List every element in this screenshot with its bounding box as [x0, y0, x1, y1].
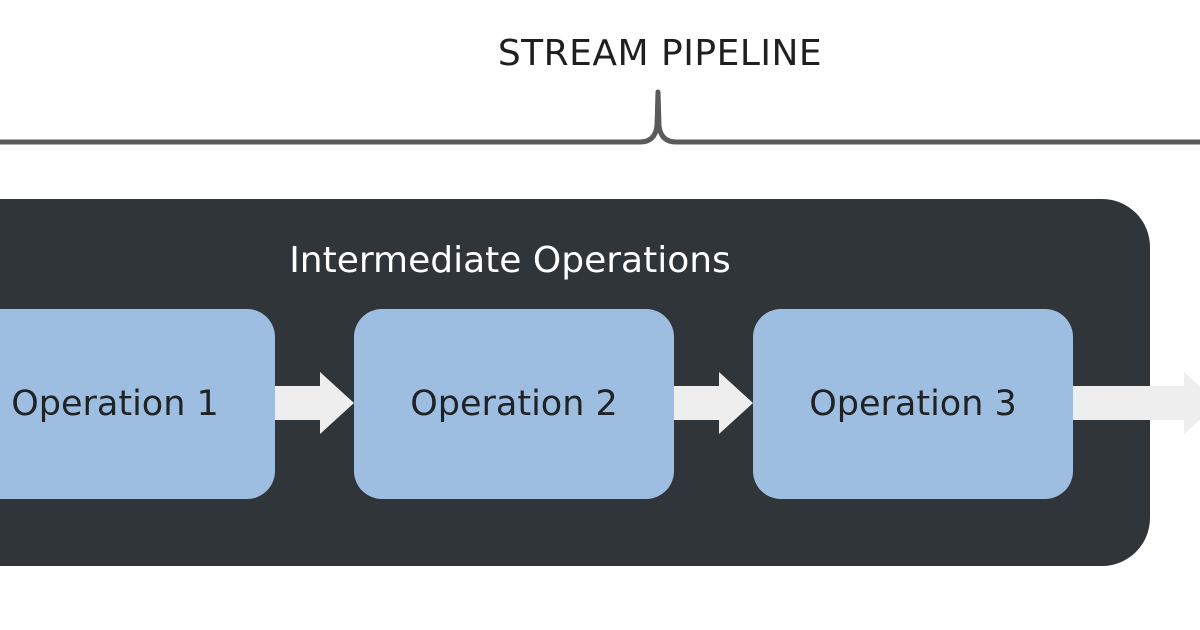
operation-label: Operation 3	[809, 384, 1017, 424]
operation-label: Operation 2	[410, 384, 618, 424]
operation-box-3: Operation 3	[753, 309, 1073, 499]
arrow-3-out	[1072, 372, 1200, 434]
intermediate-operations-title: Intermediate Operations	[289, 240, 731, 281]
operation-label: Operation 1	[11, 384, 219, 424]
operation-box-2: Operation 2	[354, 309, 674, 499]
operation-box-1: Operation 1	[0, 309, 275, 499]
pipeline-brace	[0, 89, 1200, 145]
arrow-2-to-3	[671, 372, 753, 434]
arrow-1-to-2	[272, 372, 354, 434]
pipeline-title: STREAM PIPELINE	[497, 33, 823, 74]
